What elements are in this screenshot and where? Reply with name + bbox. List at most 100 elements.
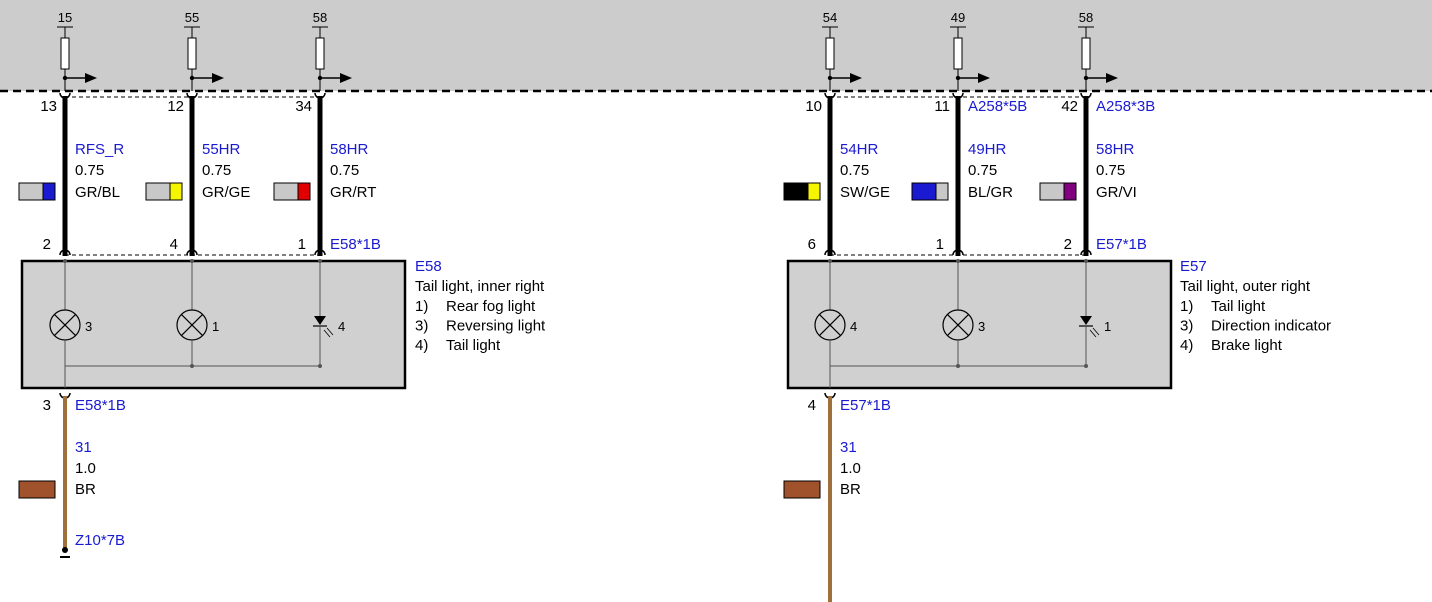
fuse-icon: [825, 37, 835, 70]
fuse-icon: [187, 37, 197, 70]
junction-dot: [828, 259, 832, 263]
bulb-label: 1: [212, 319, 219, 334]
bulb-cross: [818, 313, 842, 337]
connector-pin-arc: [314, 249, 326, 256]
led-light-ray: [1089, 329, 1097, 338]
wire-color-code: GR/VI: [1096, 184, 1137, 201]
pin-number-top: 42: [1061, 98, 1078, 115]
module-pin-label: 54: [823, 10, 837, 25]
wire-gauge: 0.75: [202, 162, 231, 179]
function-label: Tail light: [1211, 298, 1266, 315]
module-pin-label: 55: [185, 10, 199, 25]
connector-pin-arc: [59, 92, 71, 99]
led-light-ray: [323, 329, 331, 338]
wire-color-swatch: [18, 182, 44, 201]
wire-color-swatch: [935, 182, 949, 201]
connector-label: A258*3B: [1096, 98, 1155, 115]
junction-dot: [1084, 259, 1088, 263]
function-label: Tail light: [446, 337, 501, 354]
wire-color-swatch: [273, 182, 299, 201]
wire-color-swatch: [297, 182, 311, 201]
function-number: 1): [415, 298, 428, 315]
ground-terminal-dot: [62, 547, 68, 553]
ground-wire-gauge: 1.0: [840, 460, 861, 477]
pin-number-top: 11: [934, 98, 950, 115]
junction-dot: [63, 259, 67, 263]
led-label: 1: [1104, 319, 1111, 334]
wire-gauge: 0.75: [75, 162, 104, 179]
wire-name: RFS_R: [75, 141, 124, 158]
connector-pin-arc: [824, 249, 836, 256]
arrow-icon: [978, 73, 990, 83]
wire-color-code: SW/GE: [840, 184, 890, 201]
wire-gauge: 0.75: [330, 162, 359, 179]
component-id: E57: [1180, 258, 1207, 275]
wire-color-swatch: [1063, 182, 1077, 201]
wire-gauge: 0.75: [840, 162, 869, 179]
wire-name: 54HR: [840, 141, 879, 158]
fuse-icon: [315, 37, 325, 70]
ground-wire-name: 31: [75, 439, 92, 456]
connector-label: A258*5B: [968, 98, 1027, 115]
ground-connector-label: E57*1B: [840, 397, 891, 414]
junction-dot: [190, 364, 194, 368]
wire-gauge: 0.75: [1096, 162, 1125, 179]
wire-name: 49HR: [968, 141, 1007, 158]
ground-wire-color-code: BR: [840, 481, 861, 498]
led-light-ray: [1092, 327, 1100, 336]
pin-number-bottom: 2: [43, 236, 51, 253]
junction-dot: [318, 259, 322, 263]
bulb-cross: [946, 313, 970, 337]
fuse-icon: [953, 37, 963, 70]
component-id: E58: [415, 258, 442, 275]
wire-color-swatch: [783, 480, 821, 499]
component-description: Tail light, outer right: [1180, 278, 1311, 295]
wire-color-code: BL/GR: [968, 184, 1013, 201]
junction-dot: [1084, 364, 1088, 368]
arrow-icon: [850, 73, 862, 83]
ground-wire-name: 31: [840, 439, 857, 456]
module-pin-label: 49: [951, 10, 965, 25]
wire-color-swatch: [807, 182, 821, 201]
connector-pin-arc: [59, 249, 71, 256]
function-number: 3): [415, 318, 428, 335]
ground-pin-number: 3: [43, 397, 51, 414]
ground-connector-label: E58*1B: [75, 397, 126, 414]
wire-color-code: GR/BL: [75, 184, 120, 201]
component-description: Tail light, inner right: [415, 278, 545, 295]
wire-name: 58HR: [330, 141, 369, 158]
wire-gauge: 0.75: [968, 162, 997, 179]
wire-color-swatch: [783, 182, 809, 201]
fuse-icon: [1081, 37, 1091, 70]
connector-pin-arc: [952, 249, 964, 256]
wire-color-swatch: [42, 182, 56, 201]
ground-wire-color-code: BR: [75, 481, 96, 498]
function-number: 3): [1180, 318, 1193, 335]
ground-pin-number: 4: [808, 397, 816, 414]
ground-wire-gauge: 1.0: [75, 460, 96, 477]
junction-dot: [190, 259, 194, 263]
bulb-label: 3: [978, 319, 985, 334]
fuse-icon: [60, 37, 70, 70]
bulb-label: 4: [850, 319, 857, 334]
module-pin-label: 58: [313, 10, 327, 25]
ground-terminal-label: Z10*7B: [75, 532, 125, 549]
module-pin-label: 58: [1079, 10, 1093, 25]
wire-color-swatch: [145, 182, 171, 201]
connector-pin-arc: [186, 249, 198, 256]
wire-color-swatch: [1039, 182, 1065, 201]
connector-label: E58*1B: [330, 236, 381, 253]
wire-color-swatch: [169, 182, 183, 201]
control-module-area: [0, 0, 1432, 91]
wire-color-code: GR/RT: [330, 184, 376, 201]
wire-name: 58HR: [1096, 141, 1135, 158]
junction-dot: [956, 364, 960, 368]
pin-number-bottom: 4: [170, 236, 178, 253]
connector-pin-arc: [1080, 92, 1092, 99]
pin-number-bottom: 1: [936, 236, 944, 253]
junction-dot: [956, 259, 960, 263]
led-icon: [1080, 316, 1092, 325]
connector-pin-arc: [1080, 249, 1092, 256]
connector-pin-arc: [314, 92, 326, 99]
function-number: 4): [415, 337, 428, 354]
